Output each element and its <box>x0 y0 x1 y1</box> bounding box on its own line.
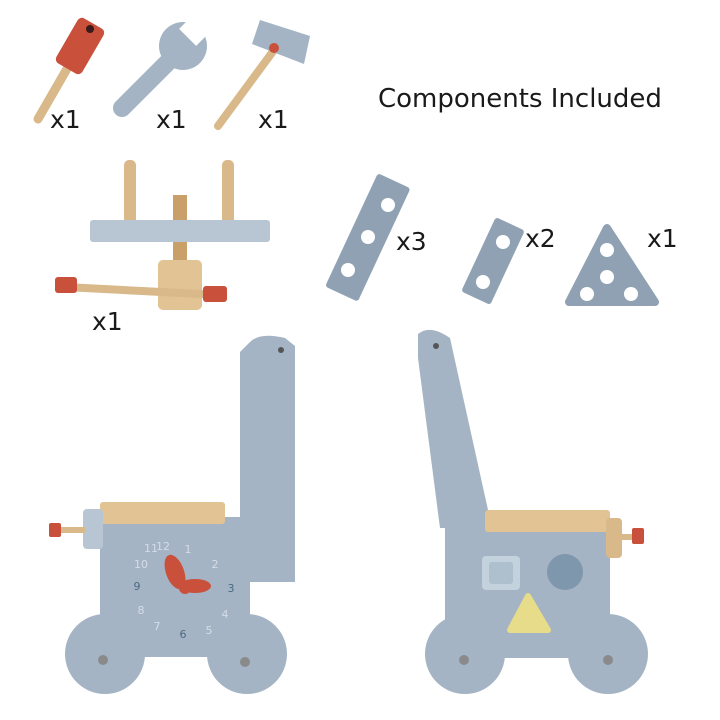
clock-12: 12 <box>156 540 170 553</box>
walker-back-image <box>418 329 648 694</box>
vise-count: x1 <box>92 307 123 336</box>
long-plank-icon <box>326 174 410 301</box>
triangle-piece-icon <box>565 224 659 306</box>
walker-front-image: 12 1 2 3 4 5 6 7 8 9 10 11 <box>49 335 295 694</box>
clock-4: 4 <box>222 608 229 621</box>
triangle-count: x1 <box>647 224 678 253</box>
wrench-icon <box>113 16 209 117</box>
clock-6: 6 <box>180 628 187 641</box>
clock-8: 8 <box>138 604 145 617</box>
short-plank-count: x2 <box>525 224 556 253</box>
wrench-count: x1 <box>156 105 187 134</box>
clock-7: 7 <box>154 620 161 633</box>
clock-2: 2 <box>212 558 219 571</box>
clock-5: 5 <box>206 624 213 637</box>
clock-3: 3 <box>228 582 235 595</box>
clock-9: 9 <box>134 580 141 593</box>
vise-icon <box>55 160 270 310</box>
short-plank-icon <box>462 218 524 304</box>
components-title: Components Included <box>378 84 662 114</box>
long-plank-count: x3 <box>396 227 427 256</box>
hammer-count: x1 <box>258 105 289 134</box>
clock-10: 10 <box>134 558 148 571</box>
screwdriver-icon <box>33 17 105 124</box>
hammer-icon <box>214 20 310 130</box>
clock-11: 11 <box>144 542 158 555</box>
screwdriver-count: x1 <box>50 105 81 134</box>
clock-1: 1 <box>185 543 192 556</box>
